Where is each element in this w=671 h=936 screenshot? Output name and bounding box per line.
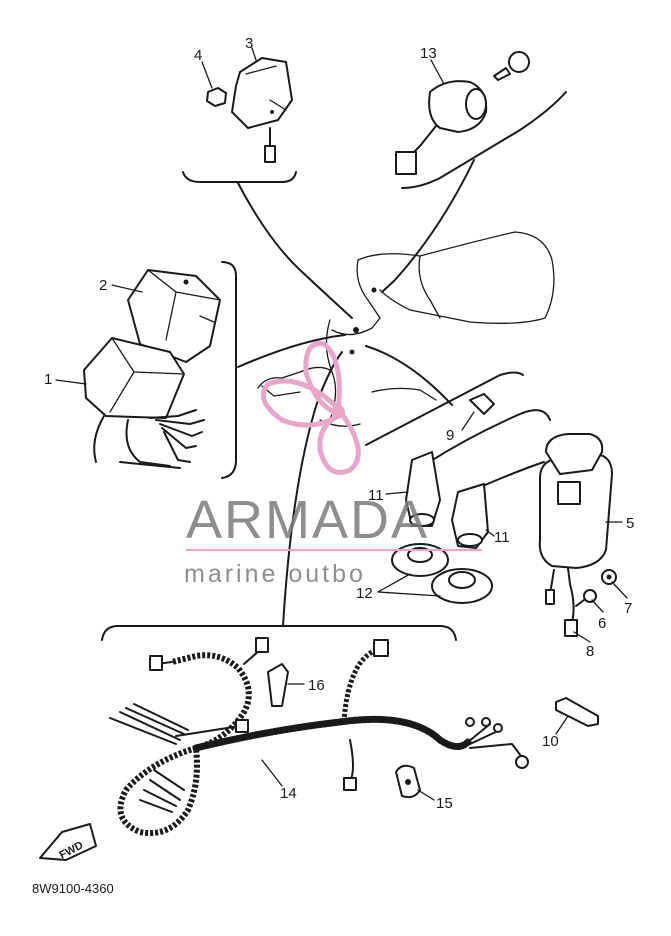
plug-cap-part-11b bbox=[451, 461, 545, 549]
callout-13: 13 bbox=[420, 45, 437, 62]
bracket-top-left bbox=[182, 171, 353, 319]
clip-part-9 bbox=[469, 393, 495, 415]
engine-outline bbox=[257, 231, 555, 437]
callout-6: 6 bbox=[598, 615, 606, 632]
callout-4: 4 bbox=[194, 47, 202, 64]
grommet-part-12a bbox=[391, 543, 449, 577]
callout-1: 1 bbox=[44, 371, 52, 388]
cdi-unit-part-1 bbox=[83, 337, 205, 469]
watermark-tagline: marine outbo bbox=[184, 560, 366, 588]
nut-part-4 bbox=[206, 87, 227, 107]
propeller-logo-icon bbox=[260, 341, 361, 475]
callout-12: 12 bbox=[356, 585, 373, 602]
callout-7: 7 bbox=[624, 600, 632, 617]
watermark-brand: ARMADA bbox=[186, 490, 429, 550]
bracket-right bbox=[365, 345, 524, 446]
clamp-part-15 bbox=[395, 764, 421, 799]
part-code: 8W9100-4360 bbox=[32, 881, 114, 896]
callout-15: 15 bbox=[436, 795, 453, 812]
bracket-top-right bbox=[381, 91, 567, 293]
ignition-coil-part-5 bbox=[538, 433, 613, 637]
callout-2: 2 bbox=[99, 277, 107, 294]
wire-harness-part-14 bbox=[109, 637, 529, 836]
band-part-16 bbox=[267, 663, 289, 707]
relay-part-3 bbox=[231, 57, 293, 163]
callout-9: 9 bbox=[446, 427, 454, 444]
callout-labels: 1 2 3 4 5 6 7 8 9 10 11 11 12 13 14 15 1… bbox=[44, 35, 634, 812]
callout-3: 3 bbox=[245, 35, 253, 52]
ignition-unit-part-2 bbox=[127, 269, 221, 363]
callout-11a: 11 bbox=[368, 487, 384, 504]
callout-14: 14 bbox=[280, 785, 297, 802]
callout-16: 16 bbox=[308, 677, 325, 694]
clamp-part-10 bbox=[555, 697, 599, 727]
callout-5: 5 bbox=[626, 515, 634, 532]
callout-8: 8 bbox=[586, 643, 594, 660]
callout-10: 10 bbox=[542, 733, 559, 750]
callout-leaders bbox=[55, 47, 628, 801]
screw-part-6 bbox=[575, 589, 597, 607]
washer-part-7 bbox=[601, 569, 617, 585]
plug-cap-part-11a bbox=[405, 409, 551, 527]
key-icon bbox=[493, 51, 530, 81]
callout-11b: 11 bbox=[494, 529, 510, 546]
fwd-arrow-icon: FWD bbox=[39, 823, 97, 862]
bracket-left bbox=[221, 261, 346, 479]
main-switch-part-13 bbox=[395, 80, 488, 175]
grommet-part-12b bbox=[431, 568, 493, 604]
watermark: ARMADA marine outbo bbox=[184, 341, 482, 588]
